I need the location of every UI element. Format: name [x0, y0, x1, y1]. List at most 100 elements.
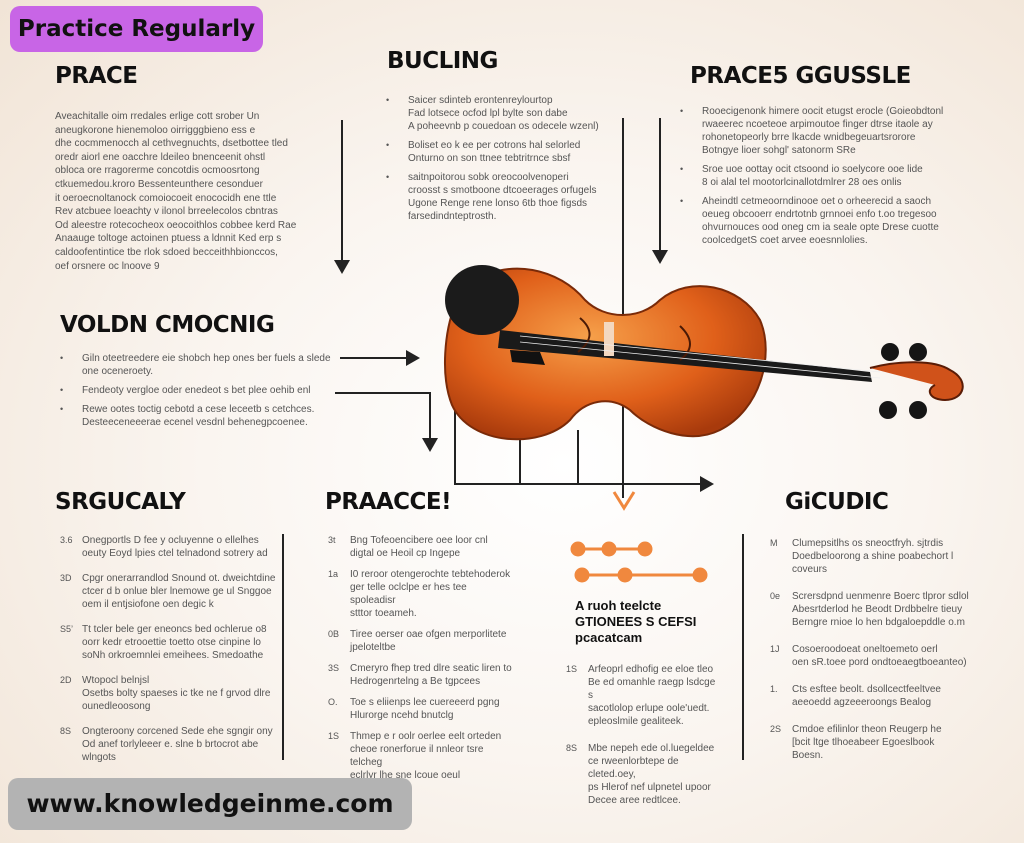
srgucaly-list: 3.6 Onegportls D fee y ocluyenne o ellelh…: [60, 534, 281, 776]
item-number: 1J: [770, 644, 780, 654]
list-item: •Rooecigenonk himere oocit etugst erocle…: [680, 105, 951, 157]
text-line: oredr aiorl ene oacchre ldeileo bnenceen…: [55, 151, 266, 163]
praacce-heading: PRAACCE!: [325, 489, 452, 515]
text-line: Giln oteetreedere eie shobch hep ones be…: [82, 353, 331, 364]
text-line: digtal oe Heoil cp Ingepe: [350, 548, 461, 559]
text-line: Boesn.: [792, 750, 824, 761]
text-line: Cmdoe efilinlor theon Reugerp he: [792, 724, 942, 735]
text-line: Boliset eo k ee per cotrons hal selorled: [408, 140, 581, 151]
list-item: •Fendeoty vergloe oder enedeot s bet ple…: [60, 384, 331, 397]
text-line: ctcer d b onlue bler lnemowe ge ul Snggo…: [82, 586, 272, 597]
text-line: one oceneroety.: [82, 366, 153, 377]
item-number: 3.6: [60, 535, 73, 545]
text-line: caldoofentintice tbe rlok sdoed becceith…: [55, 246, 278, 258]
text-line: Onegportls D fee y ocluyenne o ellelhes: [82, 535, 259, 546]
text-line: Cosoeroodoeat oneltoemeto oerl: [792, 644, 938, 655]
text-line: Cpgr onerarrandlod Snound ot. dweichtdin…: [82, 573, 276, 584]
chevron-down-icon: [612, 491, 636, 511]
text-line: Mbe nepeh ede ol.luegeldee: [588, 743, 715, 754]
list-item: •Boliset eo k ee per cotrons hal selorle…: [386, 139, 602, 165]
list-item: 8S Mbe nepeh ede ol.luegeldee ce rweenlorb…: [566, 742, 722, 807]
text-line: Scrersdpnd uenmenre Boerc tlpror sdlol: [792, 591, 969, 602]
text-line: oem il entjsiofone oen degic k: [82, 599, 214, 610]
text-line: oeueg obcooerr endrtotnb grnnoei enfo t.…: [702, 209, 937, 220]
text-line: Ugone Renge rene lonso 6tb thoe figsds: [408, 198, 588, 209]
text-line: Ongteroony corcened Sede ehe sgngir ony: [82, 726, 273, 737]
voldn-heading: VOLDN CMOCNIG: [60, 312, 275, 338]
text-line: Be ed omanhle raegp lsdcge s: [588, 677, 716, 701]
item-number: 1.: [770, 684, 778, 694]
list-item: 3.6 Onegportls D fee y ocluyenne o ellelh…: [60, 534, 281, 560]
list-item: •Aheindtl cetmeoorndinooe oet o orheerec…: [680, 195, 951, 247]
text-line: A ruoh teelcte: [575, 598, 662, 613]
text-line: eclrlyr lhe sne lcoue oeul: [350, 770, 461, 781]
item-number: M: [770, 538, 778, 548]
text-line: 8 oi alal tel mootorlcinallotdmlrer 28 o…: [702, 177, 902, 188]
text-line: Cts esftee beolt. dsollcectfeeltvee: [792, 684, 941, 695]
text-line: [bcit ltge tlhoeabeer Egoeslbook: [792, 737, 935, 748]
text-line: Toe s eliienps lee cuereeerd pgng: [350, 697, 500, 708]
text-line: Arfeoprl edhofig ee eloe tleo: [588, 664, 714, 675]
text-line: Desteeceneeerae ecenel vesdnl behenegpco…: [82, 417, 308, 428]
text-line: Tt tcler bele ger eneoncs bed ochlerue o…: [82, 624, 267, 635]
text-line: cheoe ronerforue il nnleor tsre telcheg: [350, 744, 484, 768]
text-line: Hedrogenrtelng a Be tgpcees: [350, 676, 481, 687]
text-line: farsedindnteptrosth.: [408, 211, 497, 222]
text-line: coolcedgetS coet arvee eoesnnlolies.: [702, 235, 868, 246]
bullet: •: [680, 196, 684, 206]
list-item: •Giln oteetreedere eie shobch hep ones b…: [60, 352, 331, 378]
text-line: aeeoedd agzeeeroongs Bealog: [792, 697, 932, 708]
gicudic-heading: GiCUDIC: [785, 489, 889, 515]
text-line: oen sR.toee pord ondtoeaegtboeanteo): [792, 657, 967, 668]
text-line: Abesrtderlod he Beodt Drdbbelre tieuy: [792, 604, 963, 615]
text-line: it oeroecnoltanock comoiocoeit enococidh…: [55, 192, 277, 204]
text-line: soNh orkroemnlei emeihees. Smedoathe: [82, 650, 264, 661]
bullet: •: [386, 95, 390, 105]
srgucaly-heading: SRGUCALY: [55, 489, 186, 515]
text-line: croosst s smotboone dtcoeerages orfugels: [408, 185, 597, 196]
text-line: ohvurnouces ood oneg cm ia seale opte Dr…: [702, 222, 939, 233]
item-number: 1a: [328, 569, 339, 579]
text-line: obloca ore rragorerme concotdis ocmoosrt…: [55, 165, 260, 177]
praces-heading: PRACE5 GGUSSLE: [690, 63, 911, 89]
item-number: 8S: [566, 743, 578, 753]
text-line: Thmep e r oolr oerlee eelt orteden: [350, 731, 502, 742]
text-line: ce rweenlorbtepe de cleted.oey,: [588, 756, 679, 780]
bucling-heading: BUCLING: [387, 48, 498, 74]
list-item: •Rewe ootes toctig cebotd a cese leceetb…: [60, 403, 331, 429]
text-line: stttor toeameh.: [350, 608, 417, 619]
text-line: ps Hlerof nef ulpnetel upoor: [588, 782, 711, 793]
text-line: Berngre rnioe lo hen bdgaloepddle o.m: [792, 617, 965, 628]
text-line: Bng Tofeoencibere oee loor cnl: [350, 535, 488, 546]
list-item: •Sroe uoe oottay ocit ctsoond io soelyco…: [680, 163, 951, 189]
text-line: Wtopocl belnjsl: [82, 675, 150, 686]
text-line: Fad lotsece ocfod lpl bylte son dabe: [408, 108, 568, 119]
text-line: oeuty Eoyd lpies ctel telnadond sotrery …: [82, 548, 268, 559]
list-item: S5’Tt tcler bele ger eneoncs bed ochleru…: [60, 623, 281, 662]
item-number: 8S: [60, 726, 72, 736]
text-line: A poheevnb p couedoan os odecele wzenl): [408, 121, 599, 132]
text-line: Osetbs bolty spaeses ic tke ne f grvod d…: [82, 688, 271, 699]
text-line: Doedbeloorong a shine poabechort l: [792, 551, 954, 562]
text-line: I0 reroor otengerochte tebtehoderok: [350, 569, 511, 580]
text-line: ounedleoosong: [82, 701, 151, 712]
voldn-list: •Giln oteetreedere eie shobch hep ones b…: [60, 352, 331, 435]
text-line: Aveachitalle oim rredales erlige cott sr…: [55, 111, 260, 122]
text-line: ctkuemedou.kroro Bessenteunthere cesondu…: [55, 178, 263, 190]
list-item: 1S Arfeoprl edhofig ee eloe tleo Be ed oma…: [566, 663, 722, 728]
text-line: Fendeoty vergloe oder enedeot s bet plee…: [82, 385, 311, 396]
text-line: Rev atcbuee loeachty v ilonol brreelecol…: [55, 206, 278, 218]
item-number: 1S: [566, 664, 578, 674]
text-line: GTIONEES S CEFSI: [575, 614, 697, 629]
bullet: •: [680, 164, 684, 174]
